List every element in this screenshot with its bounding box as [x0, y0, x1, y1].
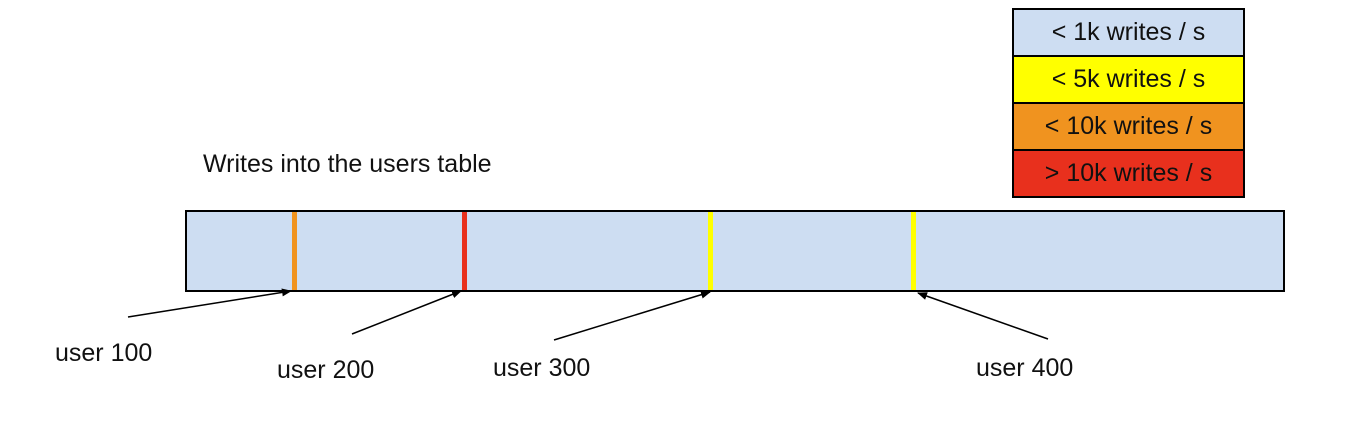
marker-user-200: [462, 212, 467, 290]
label-user-300: user 300: [493, 354, 591, 382]
arrow-user-200: [351, 290, 462, 335]
label-user-100: user 100: [55, 339, 153, 367]
legend-item-label: > 10k writes / s: [1044, 159, 1213, 187]
legend-item-label: < 10k writes / s: [1044, 112, 1213, 140]
arrow-user-400: [917, 292, 1049, 340]
users-table-bar: [185, 210, 1285, 292]
marker-user-100: [292, 212, 297, 290]
legend-item-lt-10k: < 10k writes / s: [1012, 102, 1245, 151]
legend-item-gt-10k: > 10k writes / s: [1012, 149, 1245, 198]
label-user-400: user 400: [976, 354, 1074, 382]
arrow-user-300: [553, 290, 711, 341]
label-user-200: user 200: [277, 356, 375, 384]
diagram-title: Writes into the users table: [203, 150, 492, 178]
legend-item-lt-5k: < 5k writes / s: [1012, 55, 1245, 104]
marker-user-400: [911, 212, 916, 290]
legend-item-lt-1k: < 1k writes / s: [1012, 8, 1245, 57]
legend-item-label: < 5k writes / s: [1051, 65, 1206, 93]
arrow-user-100: [127, 288, 292, 318]
marker-user-300: [708, 212, 713, 290]
legend-item-label: < 1k writes / s: [1051, 18, 1206, 46]
legend: < 1k writes / s < 5k writes / s < 10k wr…: [1012, 8, 1245, 198]
